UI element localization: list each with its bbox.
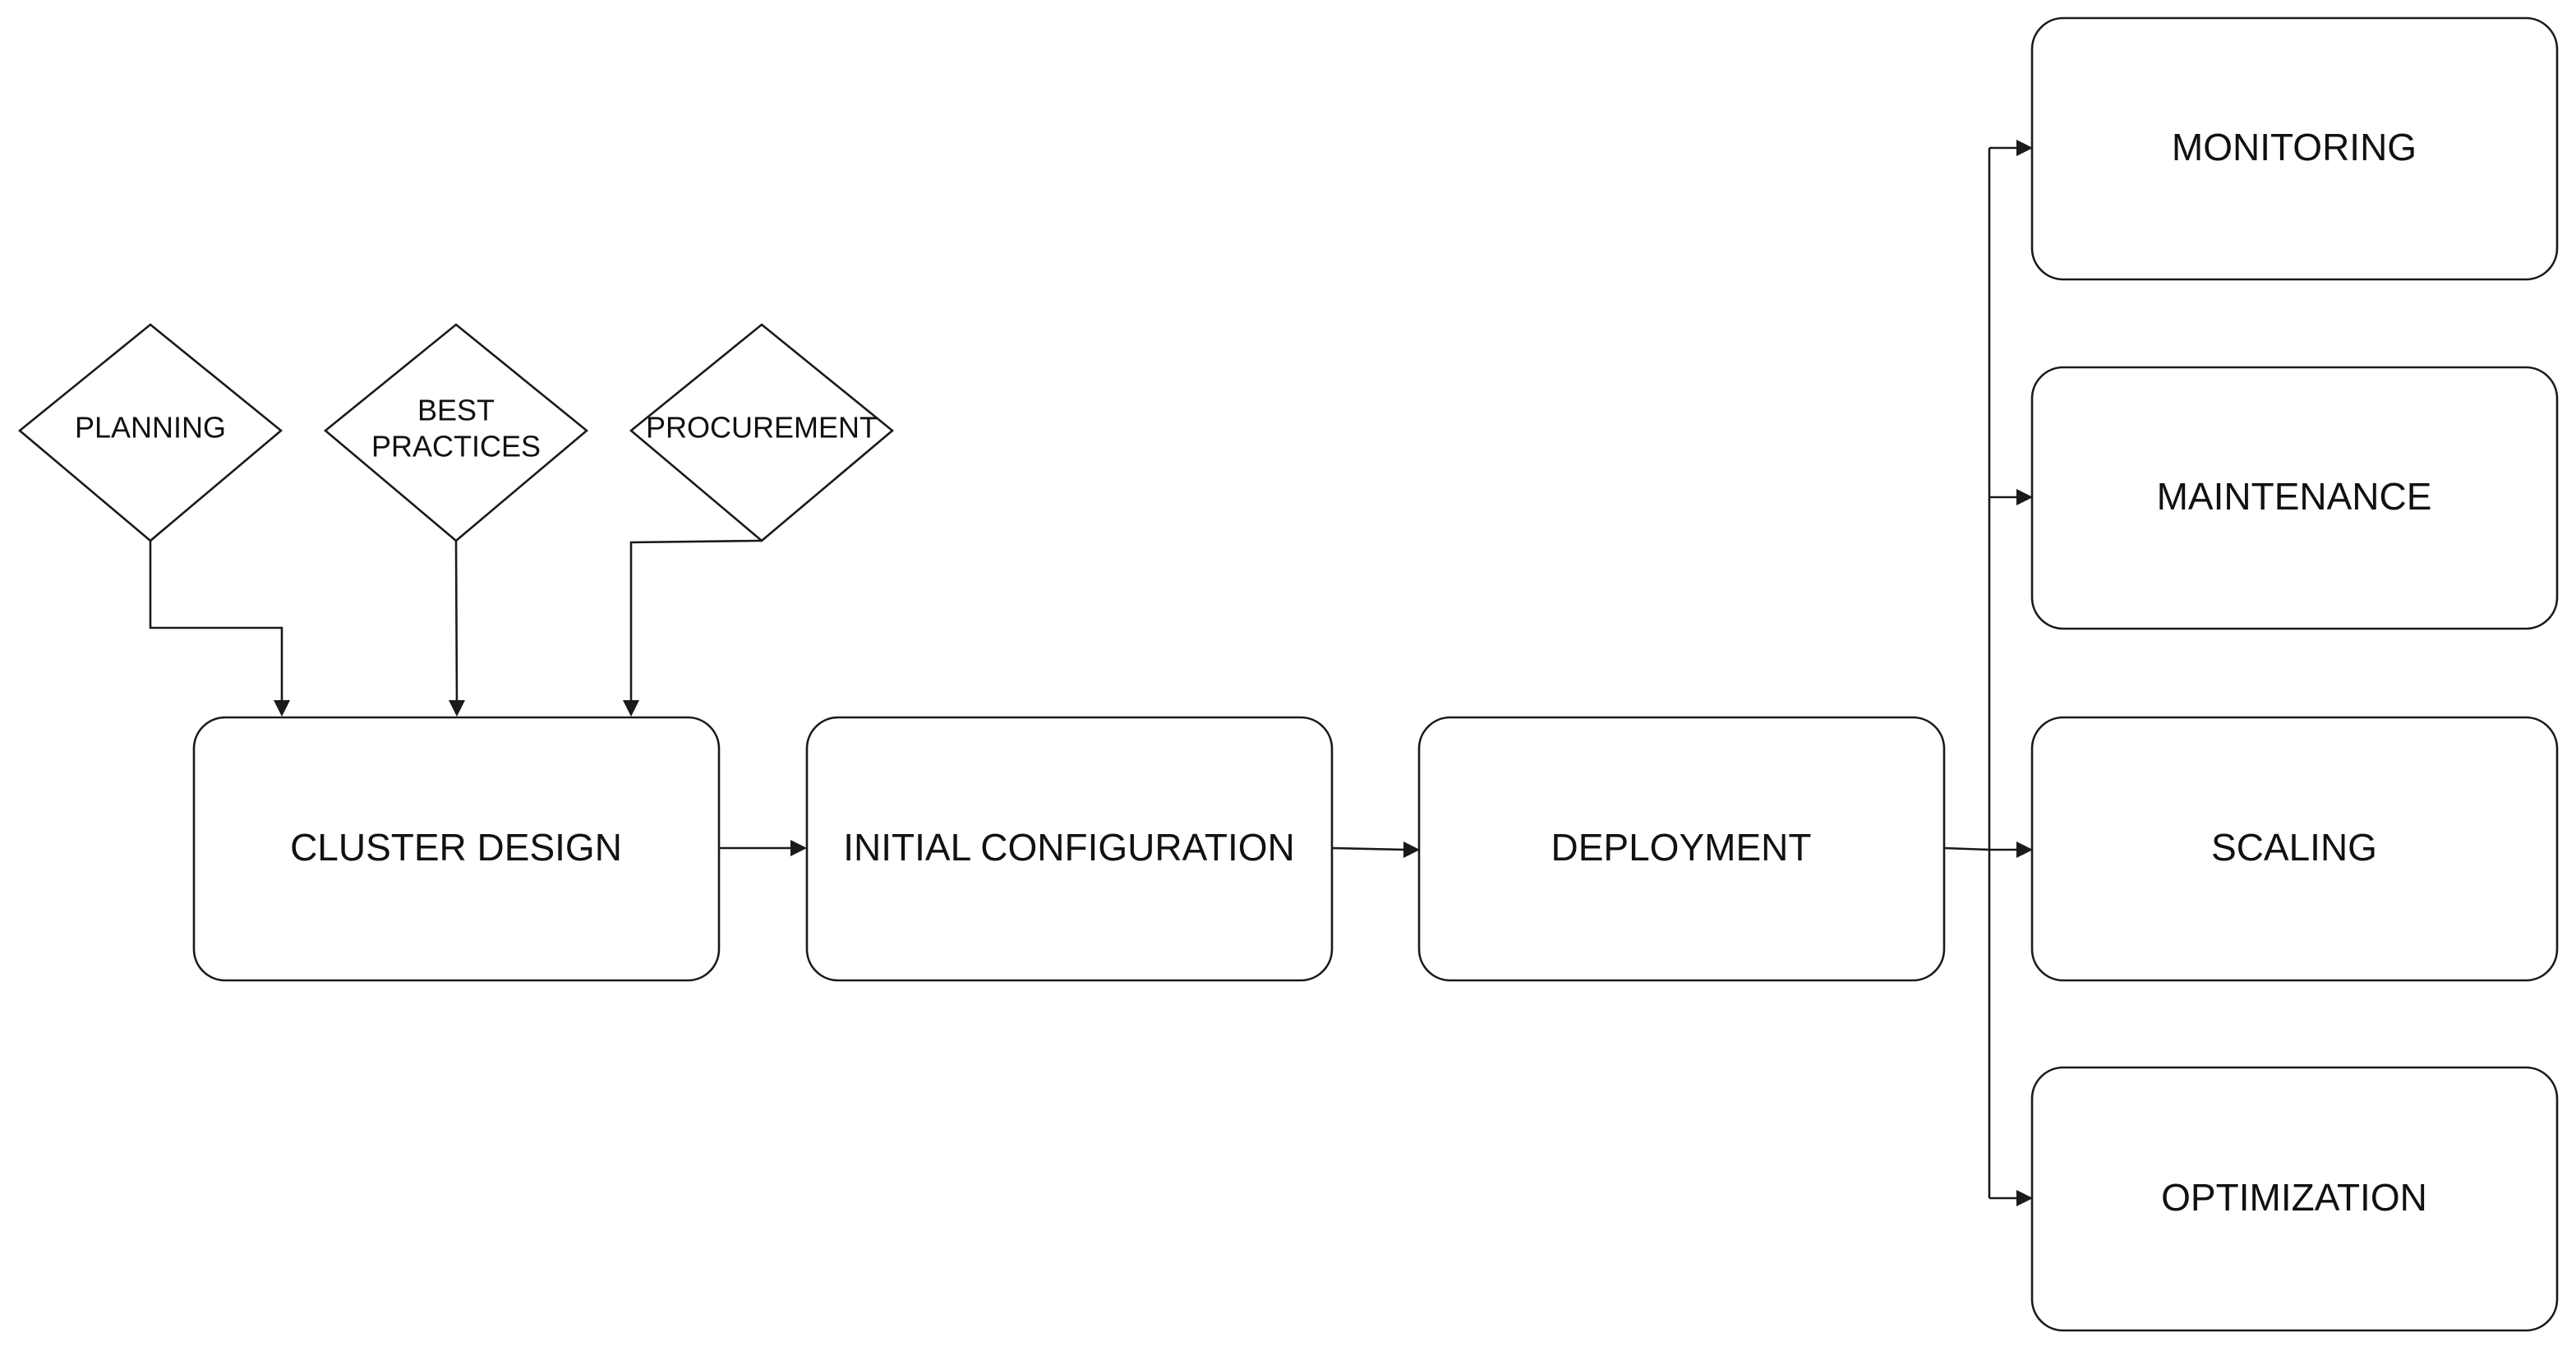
box-initial-configuration: INITIAL CONFIGURATION	[805, 716, 1334, 982]
box-scaling-label: SCALING	[2211, 826, 2377, 869]
box-scaling: SCALING	[2030, 716, 2559, 982]
arrowhead-optimization	[2016, 1190, 2033, 1206]
box-deployment-shape	[1417, 716, 1946, 982]
outcome-boxes: MONITORING MAINTENANCE SCALING OPTIMIZAT…	[2030, 16, 2559, 1332]
arrowhead-deployment	[1403, 841, 1420, 858]
box-cluster-design-label: CLUSTER DESIGN	[290, 826, 622, 869]
diamond-planning: PLANNING	[17, 323, 283, 542]
diamond-planning-label: PLANNING	[75, 411, 226, 445]
diamond-planning-shape	[17, 323, 283, 542]
edge-planning-to-cluster-design	[149, 541, 283, 703]
diamond-best-practices-shape	[323, 323, 589, 542]
diamond-best-practices: BEST PRACTICES	[323, 323, 589, 542]
box-initial-configuration-shape	[805, 716, 1334, 982]
edge-best-practices-to-cluster-design	[454, 540, 459, 704]
edge-initial-configuration-to-deployment	[1331, 846, 1408, 851]
arrowhead-initial-configuration	[790, 840, 807, 856]
diamond-best-practices-label-line1: BEST	[417, 394, 495, 427]
box-maintenance-shape	[2030, 366, 2559, 630]
box-cluster-design-shape	[192, 716, 721, 982]
arrowhead-scaling	[2016, 841, 2033, 858]
box-optimization-shape	[2030, 1066, 2559, 1332]
arrowhead-best-practices	[449, 700, 465, 717]
arrowhead-maintenance	[2016, 489, 2033, 505]
box-scaling-shape	[2030, 716, 2559, 982]
box-monitoring-label: MONITORING	[2172, 126, 2417, 168]
box-monitoring: MONITORING	[2030, 16, 2559, 281]
edge-procurement-to-cluster-design	[629, 539, 763, 703]
edges	[149, 140, 2033, 1206]
box-optimization-label: OPTIMIZATION	[2161, 1176, 2427, 1219]
arrowhead-planning	[274, 700, 290, 717]
box-maintenance-label: MAINTENANCE	[2157, 475, 2432, 518]
arrowhead-procurement	[623, 700, 639, 717]
box-monitoring-shape	[2030, 16, 2559, 281]
box-cluster-design: CLUSTER DESIGN	[192, 716, 721, 982]
pipeline-boxes: CLUSTER DESIGN INITIAL CONFIGURATION DEP…	[192, 716, 1946, 982]
edge-deployment-trunk	[1943, 846, 1990, 851]
box-maintenance: MAINTENANCE	[2030, 366, 2559, 630]
diamond-procurement-shape	[629, 323, 895, 542]
box-deployment-label: DEPLOYMENT	[1551, 826, 1812, 869]
box-optimization: OPTIMIZATION	[2030, 1066, 2559, 1332]
arrowhead-monitoring	[2016, 140, 2033, 156]
box-initial-configuration-label: INITIAL CONFIGURATION	[843, 826, 1294, 869]
diamond-procurement: PROCUREMENT	[629, 323, 895, 542]
box-deployment: DEPLOYMENT	[1417, 716, 1946, 982]
diamond-best-practices-label-line2: PRACTICES	[371, 430, 541, 463]
input-diamonds: PLANNING BEST PRACTICES PROCUREMENT	[17, 323, 895, 542]
diamond-procurement-label: PROCUREMENT	[646, 411, 878, 445]
